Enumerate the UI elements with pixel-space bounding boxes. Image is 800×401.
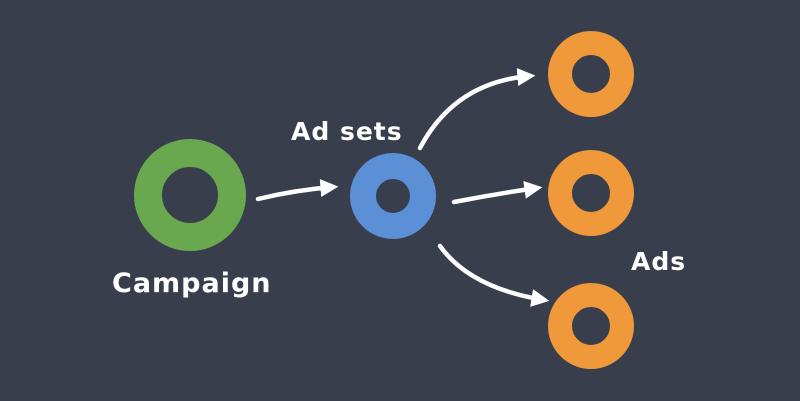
ads-label: Ads [631,247,686,276]
ad-set-node [350,153,436,239]
campaign-node [134,139,246,251]
arrow-ad-set-to-ad-bottom [437,243,550,307]
ad-sets-label: Ad sets [291,117,403,146]
ad-node-middle [548,150,634,236]
ad-node-bottom [548,283,634,369]
ad-node-top [548,31,634,117]
arrow-ad-set-to-ad-middle [451,180,543,205]
campaign-label: Campaign [112,268,272,299]
arrow-campaign-to-ad-set [255,179,339,202]
arrow-ad-set-to-ad-top [417,68,536,151]
